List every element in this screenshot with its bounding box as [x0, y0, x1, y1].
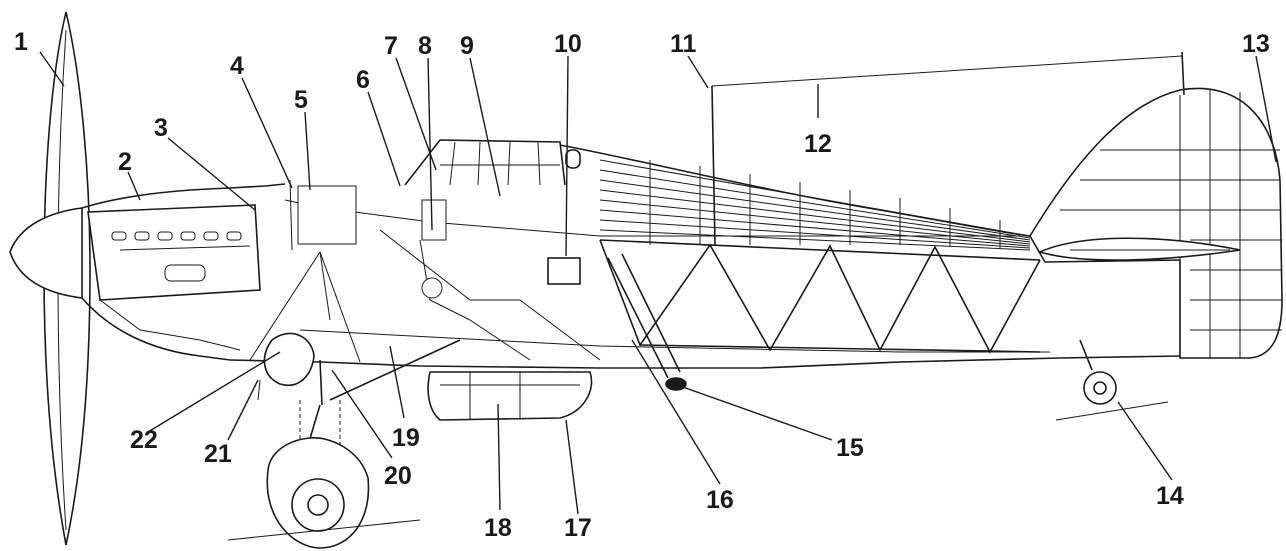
callout-3: 3 [154, 114, 168, 142]
callout-16: 16 [706, 486, 734, 514]
callout-5: 5 [294, 86, 308, 114]
rear-fuselage-stringers [599, 159, 1031, 251]
rear-fuselage-truss [469, 239, 1041, 361]
callout-12: 12 [804, 130, 832, 158]
callout-18: 18 [484, 514, 512, 542]
callout-labels: 1 2 3 4 5 6 7 8 9 10 11 12 13 14 15 16 1… [14, 28, 1270, 542]
callout-17: 17 [564, 514, 592, 542]
callout-15: 15 [836, 434, 864, 462]
callout-8: 8 [418, 32, 432, 60]
tailplane [1037, 237, 1241, 261]
retraction-strut [607, 253, 687, 391]
cockpit-structure [249, 179, 520, 363]
spinner [9, 207, 83, 299]
tail-wheel [1055, 339, 1169, 421]
canopy [404, 139, 581, 186]
callout-4: 4 [230, 52, 244, 80]
callout-14: 14 [1156, 482, 1184, 510]
fin-and-rudder [1029, 87, 1283, 359]
leader-lines [39, 51, 1277, 515]
callout-1: 1 [14, 28, 28, 56]
callout-2: 2 [118, 148, 132, 176]
callout-11: 11 [670, 30, 697, 58]
callout-20: 20 [384, 462, 412, 490]
main-undercarriage [227, 339, 461, 549]
callout-13: 13 [1242, 30, 1270, 58]
callout-7: 7 [384, 32, 398, 60]
callout-22: 22 [130, 426, 158, 454]
aerial-mast [711, 51, 1185, 246]
radiator-fairing [427, 371, 593, 421]
engine-block [87, 204, 261, 351]
callout-21: 21 [204, 440, 232, 468]
oil-cooler [257, 332, 315, 401]
callout-10: 10 [554, 30, 582, 58]
callout-9: 9 [460, 32, 474, 60]
callout-6: 6 [356, 66, 370, 94]
radio-set [547, 257, 581, 285]
callout-19: 19 [392, 424, 420, 452]
